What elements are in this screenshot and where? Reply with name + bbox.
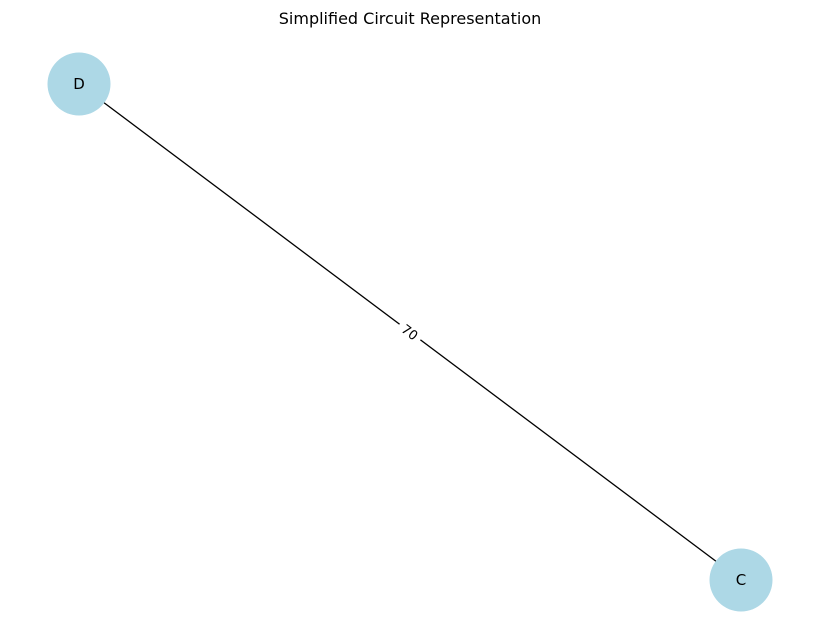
node-d-label: D [73,75,85,93]
diagram-title: Simplified Circuit Representation [279,9,542,28]
edge-label-background [394,317,426,347]
node-c-label: C [736,571,746,589]
node-d-circle[interactable] [47,52,111,116]
node-d[interactable]: D [47,52,111,116]
node-c-circle[interactable] [709,548,773,612]
node-c[interactable]: C [709,548,773,612]
